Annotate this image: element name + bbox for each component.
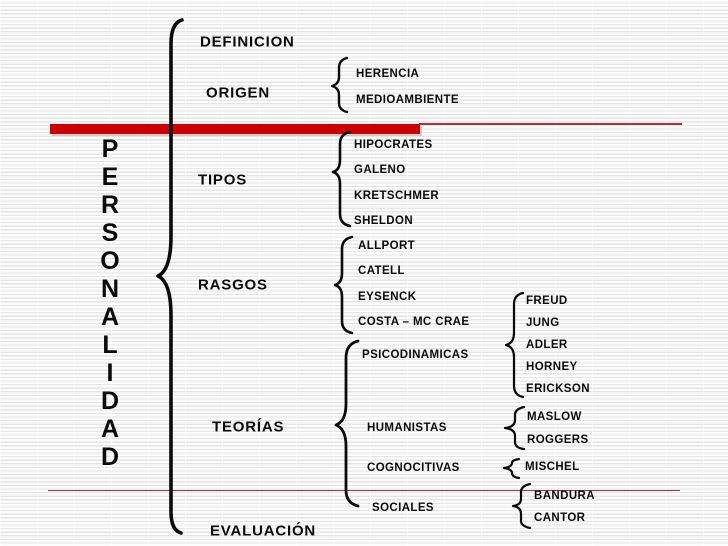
red-divider-bar	[50, 124, 420, 134]
subitem-cantor: CANTOR	[534, 512, 586, 524]
subitem-catell: CATELL	[358, 265, 405, 277]
subitem-herencia: HERENCIA	[356, 68, 420, 80]
brace-rasgos	[333, 235, 354, 335]
bottom-thin-red-line	[48, 490, 680, 491]
subitem-galeno: GALENO	[354, 164, 406, 176]
subitem-horney: HORNEY	[526, 361, 578, 373]
category-rasgos: RASGOS	[198, 276, 268, 294]
subitem-adler: ADLER	[526, 339, 568, 351]
category-evaluacion: EVALUACIÓN	[210, 522, 317, 540]
brace-teorias	[334, 339, 360, 508]
subitem-freud: FREUD	[526, 295, 568, 307]
brace-origen	[330, 56, 349, 114]
subitem-roggers: ROGGERS	[527, 434, 589, 446]
subitem-sociales: SOCIALES	[372, 502, 434, 514]
brace-tipos	[331, 130, 352, 228]
subitem-jung: JUNG	[526, 317, 560, 329]
brace-cognocitivas	[502, 457, 521, 480]
subitem-erickson: ERICKSON	[526, 383, 590, 395]
brace-humanistas	[503, 405, 526, 451]
subitem-costa-mc-crae: COSTA – MC CRAE	[358, 316, 470, 328]
subitem-mischel: MISCHEL	[525, 461, 580, 473]
category-tipos: TIPOS	[198, 171, 248, 189]
category-teorias: TEORÍAS	[212, 418, 285, 436]
subitem-humanistas: HUMANISTAS	[367, 422, 447, 434]
subitem-bandura: BANDURA	[534, 490, 595, 502]
brace-personalidad	[156, 18, 184, 535]
subitem-kretschmer: KRETSCHMER	[354, 190, 440, 202]
brace-sociales	[511, 482, 532, 530]
category-origen: ORIGEN	[206, 84, 270, 102]
category-definicion: DEFINICION	[200, 33, 295, 51]
subitem-maslow: MASLOW	[527, 411, 582, 423]
top-thin-red-line	[419, 123, 682, 125]
brace-psicodinamicas	[504, 291, 525, 399]
subitem-allport: ALLPORT	[358, 240, 416, 252]
subitem-hipocrates: HIPOCRATES	[354, 139, 433, 151]
subitem-cognocitivas: COGNOCITIVAS	[367, 462, 460, 474]
subitem-psicodinamicas: PSICODINAMICAS	[362, 349, 469, 361]
vertical-title: PERSONALIDAD	[96, 135, 124, 471]
subitem-medioambiente: MEDIOAMBIENTE	[356, 94, 459, 106]
subitem-sheldon: SHELDON	[354, 215, 414, 227]
subitem-eysenck: EYSENCK	[358, 291, 417, 303]
